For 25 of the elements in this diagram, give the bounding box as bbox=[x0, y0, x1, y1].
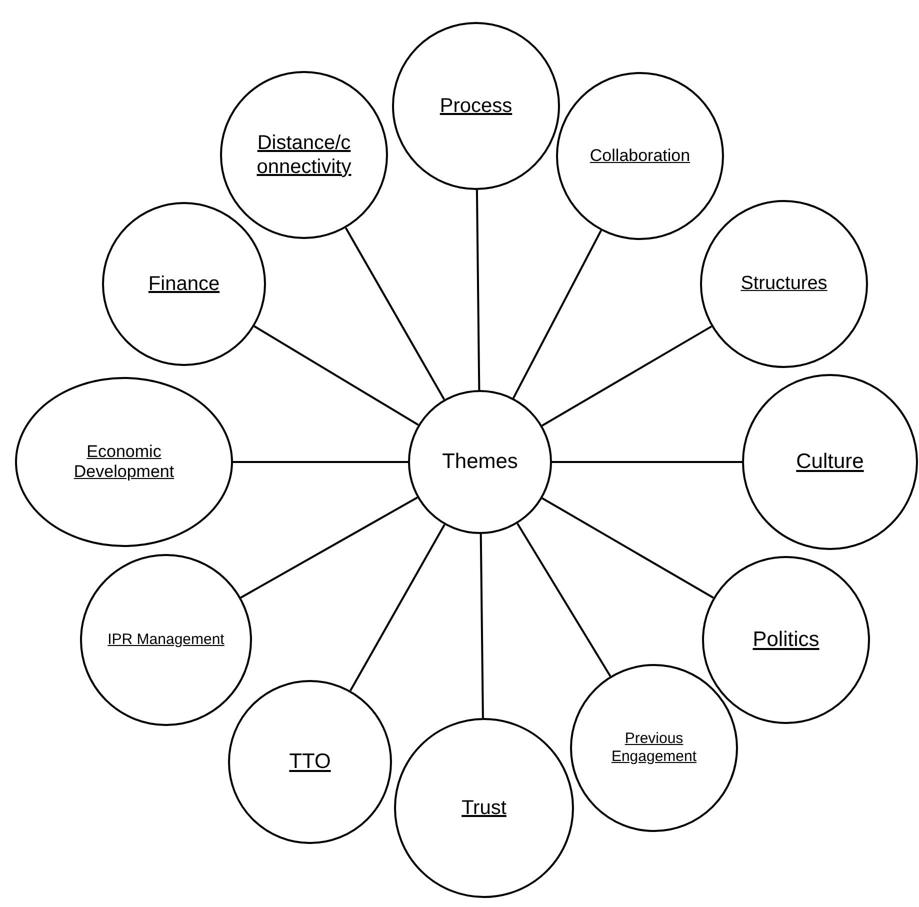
node-label: Previous Engagement bbox=[610, 730, 698, 766]
connector-line bbox=[542, 497, 714, 599]
connector-line bbox=[350, 524, 446, 692]
connector-line bbox=[344, 227, 446, 400]
node-label: Process bbox=[440, 94, 512, 118]
connector-line bbox=[512, 230, 602, 399]
connector-line bbox=[552, 461, 742, 463]
node-label: TTO bbox=[289, 749, 331, 775]
connector-line bbox=[480, 534, 484, 718]
connector-line bbox=[516, 523, 612, 677]
node-label: Trust bbox=[462, 796, 506, 820]
node-label: Politics bbox=[752, 627, 820, 653]
connector-line bbox=[233, 461, 408, 463]
node-label: Economic Development bbox=[72, 442, 176, 482]
node-label: Themes bbox=[442, 449, 518, 475]
node-label: Structures bbox=[740, 272, 828, 296]
node-label: IPR Management bbox=[108, 631, 224, 649]
connector-line bbox=[254, 325, 419, 426]
node-label: Culture bbox=[796, 449, 864, 475]
node-label: Finance bbox=[148, 272, 220, 296]
connector-line bbox=[542, 326, 712, 426]
connector-line bbox=[476, 190, 480, 390]
node-label: Collaboration bbox=[590, 146, 690, 166]
connector-line bbox=[240, 496, 418, 598]
node-label: Distance/connectivity bbox=[256, 131, 352, 179]
